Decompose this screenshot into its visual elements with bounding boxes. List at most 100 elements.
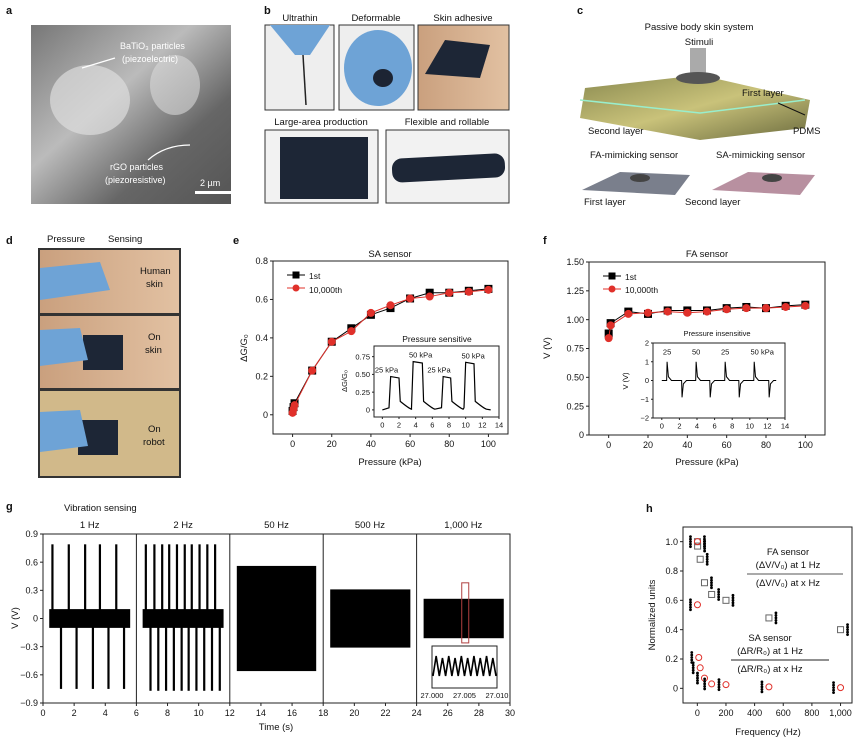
signal-spike [144,544,147,619]
panel-label: f [543,235,547,247]
signal-spike [206,544,209,619]
x-tick-label: 12 [763,422,771,431]
replicate-dot [696,676,699,680]
x-tick-label: 14 [256,708,266,718]
photo-caption: Ultrathin [282,13,317,24]
x-tick-label: 14 [495,421,503,430]
row-label: skin [145,345,162,356]
replicate-dot [689,540,692,544]
x-tick-label: 0 [290,439,295,449]
signal-spike [67,544,70,619]
data-point-open-square [696,555,704,563]
pulse-label: 25 [663,347,671,356]
data-point-circle [606,321,615,330]
signal-spike [122,618,126,689]
y-tick-label: 0.6 [665,595,678,605]
panel-c: c Passive body skin system Stimuli First… [577,5,820,208]
signal-spike [210,618,214,691]
y-tick-label: 0.4 [665,625,678,635]
pdms-layer [579,99,806,114]
replicate-dot [846,625,849,629]
replicate-dot [696,681,699,685]
pulse-label: 25 kPa [427,366,451,375]
y-tick-label: 0.2 [255,371,268,381]
signal-spike [175,544,179,619]
replicate-dot [731,593,735,597]
replicate-dot [703,544,707,548]
sa-sensor-label: SA-mimicking sensor [716,150,805,161]
signal-spike [107,618,110,689]
data-point-circle [722,305,731,314]
y-tick-label: 1.50 [566,257,584,267]
x-tick-label: 0 [40,708,45,718]
x-tick-label: 80 [761,440,771,450]
replicate-dot [832,691,835,694]
data-point-open-square [694,542,702,550]
x-tick-label: 800 [804,708,819,718]
replicate-dot [832,683,835,687]
y-axis-label: V (V) [542,337,553,359]
panel-label: e [233,235,239,247]
y-tick-label: 0.6 [255,295,268,305]
film [373,69,393,87]
signal-spike [190,544,193,619]
replicate-dot [846,628,849,632]
y-tick-label: 1 [645,357,649,366]
replicate-dot [731,598,735,602]
panel-label: g [6,501,13,513]
y-tick-label: 1.25 [566,286,584,296]
signal-spike [161,544,164,619]
film [425,40,490,78]
chart-title: SA sensor [368,249,411,260]
signal-spike [59,618,63,689]
sa-sensor-image [712,172,815,195]
data-point-open-circle [696,664,704,672]
y-axis-label: ΔG/G₀ [239,334,250,362]
data-point-open-circle [722,681,730,689]
x-tick-label: 4 [414,421,418,430]
particle-cluster [50,65,130,135]
y-tick-label: −2 [640,414,649,423]
replicate-dot [846,623,849,627]
zoom-inset-tick-label: 27.010 [486,691,509,700]
x-tick-label: 22 [380,708,390,718]
first-layer-label: First layer [742,88,784,99]
replicate-dot [691,666,695,670]
inset-y-label: ΔG/G₀ [340,370,349,392]
replicate-dot [717,688,721,692]
fa-sensor-image [582,172,690,195]
signal-band [236,565,317,672]
data-point-circle [327,337,336,346]
data-point-circle [425,292,434,301]
frequency-label: 1 Hz [80,520,100,531]
y-tick-label: 0.75 [566,344,584,354]
signal-band [423,598,504,639]
data-point-circle [366,308,375,317]
row-label: skin [146,279,163,290]
x-tick-label: 2 [677,422,681,431]
x-tick-label: 40 [682,440,692,450]
legend-label: 1st [625,272,637,282]
sensing-label: Sensing [108,234,142,245]
replicate-dot [689,535,692,539]
y-tick-label: 0 [33,614,38,624]
pdms-label: PDMS [793,126,820,137]
replicate-dot [689,537,692,541]
zoom-highlight-box [461,582,470,644]
replicate-dot [689,605,692,609]
glove [344,30,412,106]
replicate-dot [832,681,835,684]
x-tick-label: 80 [444,439,454,449]
y-tick-label: 0.8 [255,256,268,266]
y-tick-label: −0.6 [20,670,38,680]
x-tick-label: 400 [747,708,762,718]
y-tick-label: 1.0 [665,537,678,547]
y-tick-label: 2 [645,339,649,348]
annotation: SA sensor [748,633,791,644]
legend-label: 10,000th [309,285,342,295]
replicate-dot [703,680,707,683]
replicate-dot [689,598,692,602]
rolled-film [391,153,506,183]
x-tick-label: 14 [781,422,789,431]
signal-spike [180,618,183,691]
